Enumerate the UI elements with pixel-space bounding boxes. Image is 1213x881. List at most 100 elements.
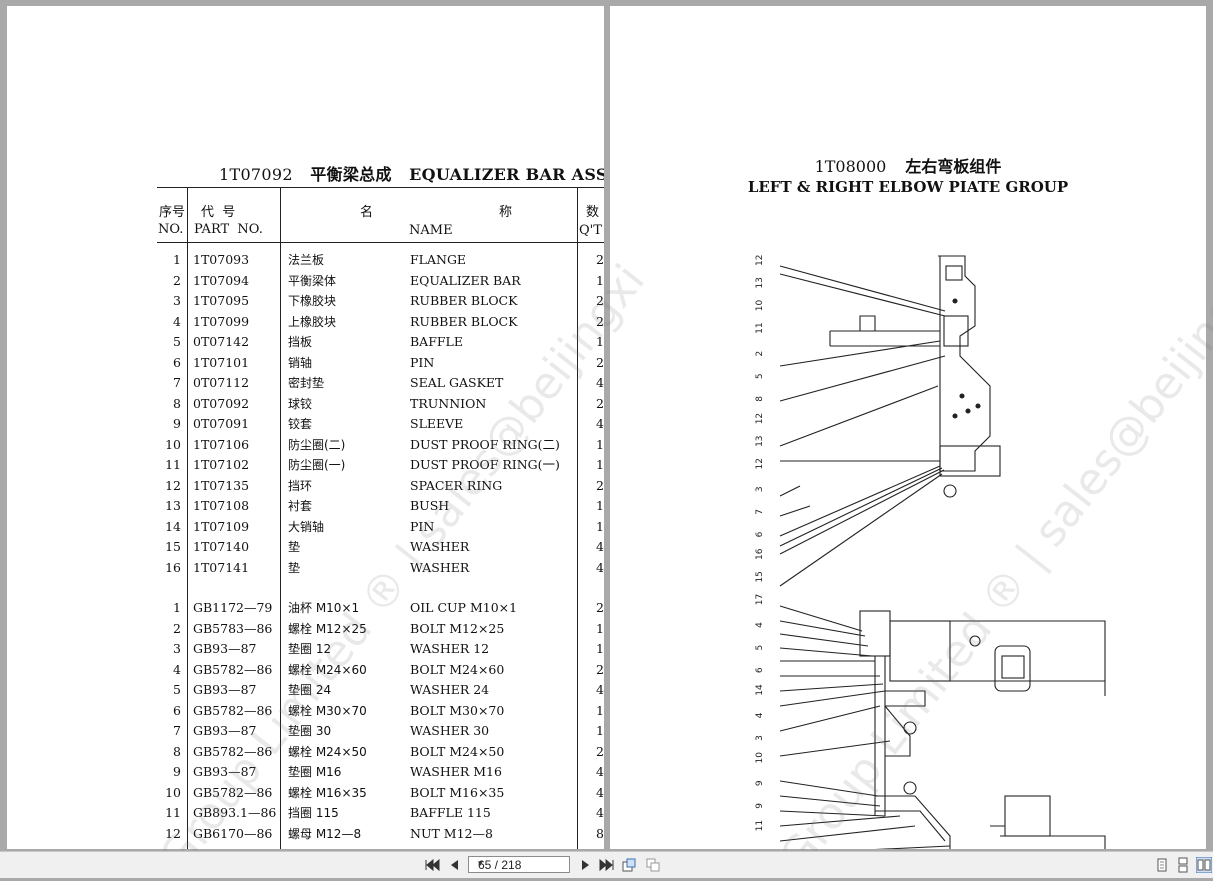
callout-label: 9 [755, 803, 765, 809]
table-cell-en: RUBBER BLOCK [410, 293, 518, 308]
table-cell-no: 13 [165, 498, 181, 513]
table-cell-qty: 1 [596, 457, 604, 472]
table-cell-part: 0T07092 [193, 395, 250, 411]
callout-label: 10 [755, 752, 765, 764]
table-cell-qty: 2 [596, 313, 604, 329]
table-cell-part: 1T07141 [193, 559, 250, 575]
title-code: 1T07092 [219, 165, 293, 184]
table-cell-en: BOLT M12×25 [410, 620, 505, 636]
table-cell-qty: 4 [596, 805, 604, 820]
callout-label: 16 [755, 548, 765, 560]
callout-label: 14 [755, 684, 765, 696]
table-cell-qty: 1 [596, 723, 604, 738]
table-cell-qty: 2 [596, 293, 604, 308]
table-cell-cn: 挡环 [288, 478, 313, 493]
table-cell-cn: 螺母 M12—8 [288, 826, 362, 841]
table-cell-part: 1T07093 [193, 252, 250, 267]
callout-label: 12 [755, 255, 765, 266]
table-cell-no: 1 [173, 252, 181, 267]
table-cell-en: NUT M12—8 [410, 825, 493, 841]
table-top-rule [157, 187, 604, 189]
table-cell-no: 12 [165, 477, 181, 493]
table-cell-part: GB93—87 [193, 682, 257, 697]
table-cell-cn: 挡板 [288, 335, 313, 349]
table-cell-no: 10 [165, 436, 181, 452]
table-cell-part: GB5782—86 [193, 661, 273, 677]
pdf-toolbar: 65 / 218 ▾ [0, 851, 1213, 878]
table-cell-qty: 4 [596, 559, 604, 575]
table-cell-cn: 垫圈 12 [288, 642, 332, 656]
callout-label: 13 [755, 435, 765, 446]
copy-icon[interactable] [645, 857, 661, 873]
single-page-icon[interactable] [1154, 857, 1170, 873]
page-title: 1T07092 平衡梁总成 EQUALIZER BAR ASSI [219, 161, 604, 185]
table-cell-no: 14 [165, 518, 181, 534]
header-part-en: PART NO. [194, 222, 263, 237]
table-cell-en: BOLT M30×70 [410, 702, 505, 718]
two-page-icon[interactable] [1196, 857, 1212, 873]
rotate-icon[interactable] [621, 857, 637, 873]
first-page-icon[interactable] [425, 857, 441, 873]
table-cell-en: DUST PROOF RING(二) [410, 436, 560, 452]
table-cell-cn: 平衡梁体 [288, 273, 337, 288]
table-cell-qty: 2 [596, 252, 604, 267]
column-divider [187, 187, 189, 849]
table-cell-part: GB1172—79 [193, 600, 273, 615]
table-cell-en: EQUALIZER BAR [410, 272, 521, 288]
table-cell-no: 3 [173, 641, 181, 656]
table-cell-en: SEAL GASKET [410, 375, 504, 390]
table-cell-part: 1T07099 [193, 313, 250, 329]
continuous-page-icon[interactable] [1175, 857, 1191, 873]
table-cell-no: 9 [173, 764, 181, 779]
table-cell-part: 1T07140 [193, 539, 250, 554]
callout-label: 2 [755, 351, 765, 357]
table-cell-en: TRUNNION [410, 395, 487, 411]
table-header-rule [157, 242, 604, 244]
callout-label: 5 [755, 373, 765, 379]
table-cell-cn: 上橡胶块 [288, 314, 337, 329]
table-cell-part: GB5782—86 [193, 743, 273, 759]
callout-label: 17 [755, 594, 765, 605]
table-cell-no: 4 [173, 661, 181, 677]
table-cell-no: 7 [173, 723, 181, 738]
table-cell-cn: 螺栓 M30×70 [288, 703, 367, 718]
header-no-cn: 序号 [159, 205, 186, 220]
table-cell-qty: 1 [596, 436, 604, 452]
next-page-icon[interactable] [577, 857, 593, 873]
header-qty-en: Q'T [579, 223, 602, 238]
table-cell-part: 0T07112 [193, 375, 250, 390]
table-cell-qty: 4 [596, 539, 604, 554]
title-english: EQUALIZER BAR ASSI [409, 165, 604, 184]
table-cell-no: 8 [173, 395, 181, 411]
table-cell-en: WASHER [410, 539, 470, 554]
table-cell-part: 1T07135 [193, 477, 250, 493]
table-cell-part: GB6170—86 [193, 825, 273, 841]
callout-label: 12 [755, 413, 765, 424]
table-cell-en: BOLT M24×60 [410, 661, 505, 677]
table-cell-no: 8 [173, 743, 181, 759]
prev-page-icon[interactable] [447, 857, 463, 873]
last-page-icon[interactable] [598, 857, 614, 873]
header-part-cn: 代 号 [201, 205, 236, 220]
table-cell-no: 1 [173, 600, 181, 615]
table-cell-qty: 4 [596, 682, 604, 697]
table-cell-part: 1T07101 [193, 354, 250, 370]
table-cell-part: 0T07091 [193, 416, 250, 431]
header-qty-cn: 数 [586, 205, 600, 220]
title-code: 1T08000 [814, 157, 887, 176]
table-cell-no: 5 [173, 682, 181, 697]
technical-drawing: 1213101125812131237616151745614431099113 [755, 255, 1106, 849]
table-cell-cn: 螺栓 M24×60 [288, 662, 367, 677]
table-cell-no: 10 [165, 784, 181, 800]
callout-label: 4 [755, 712, 765, 718]
table-cell-part: 1T07095 [193, 293, 250, 308]
table-cell-part: GB93—87 [193, 723, 257, 738]
page-number-select[interactable]: 65 / 218 ▾ [468, 856, 570, 873]
table-cell-en: RUBBER BLOCK [410, 313, 518, 329]
table-cell-cn: 衬套 [288, 499, 313, 513]
header-name-en: NAME [409, 223, 453, 238]
table-cell-en: FLANGE [410, 252, 467, 267]
table-cell-cn: 挡圈 115 [288, 806, 339, 820]
table-cell-no: 11 [165, 805, 181, 820]
table-cell-part: 1T07109 [193, 518, 250, 534]
